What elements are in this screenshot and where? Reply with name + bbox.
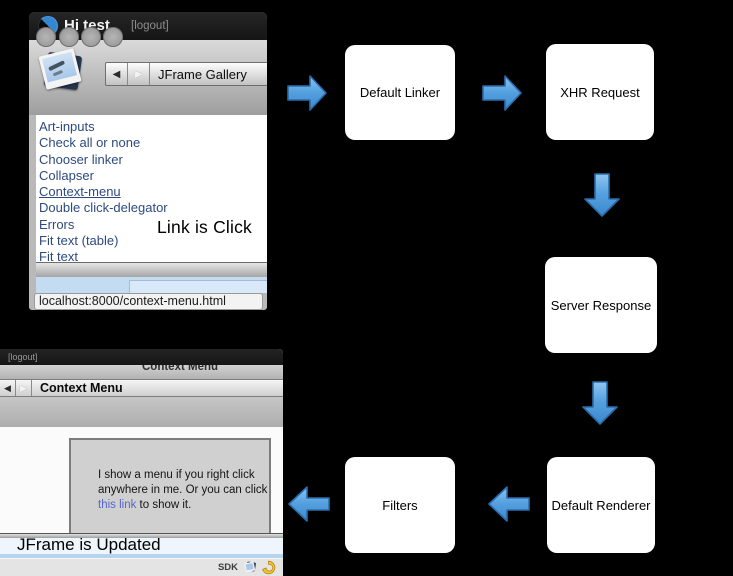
forward-button[interactable]: ▶: [16, 380, 32, 396]
gallery-link-list: Art-inputs Check all or none Chooser lin…: [36, 115, 267, 262]
gallery-footer-panel: [36, 277, 267, 293]
back-button[interactable]: ◀: [106, 63, 128, 85]
forward-button[interactable]: ▶: [128, 63, 150, 85]
context-nav-control: ◀ ▶ Context Menu: [0, 379, 283, 397]
window-title: Context Menu: [142, 365, 219, 373]
gallery-link-art-inputs[interactable]: Art-inputs: [39, 119, 95, 134]
photos-icon: [35, 46, 89, 100]
gallery-nav-title: JFrame Gallery: [158, 66, 247, 82]
gallery-scroll-bar[interactable]: [36, 262, 267, 277]
arrow-left-icon: [288, 486, 330, 522]
flow-box-default-renderer: Default Renderer: [547, 457, 655, 553]
flow-box-label: Server Response: [550, 297, 652, 313]
flow-box-label: Default Linker: [359, 85, 441, 100]
gallery-link-context-menu[interactable]: Context-menu: [39, 184, 121, 200]
flow-box-xhr-request: XHR Request: [546, 44, 654, 140]
instruction-line: I show a menu if you right click: [98, 469, 255, 481]
blue-strip: [0, 554, 283, 558]
gallery-footer-inset: [129, 280, 267, 293]
forward-icon: ▶: [20, 382, 27, 393]
show-menu-link[interactable]: this link: [98, 499, 137, 511]
annotation-jframe-updated: JFrame is Updated: [17, 535, 161, 554]
context-window-topbar: [logout]: [0, 349, 283, 365]
logout-link[interactable]: [logout]: [131, 20, 169, 32]
context-status-bar: SDK: [0, 558, 283, 576]
annotation-link-clicked: Link is Click: [157, 217, 252, 237]
toolbar-button[interactable]: [103, 27, 123, 47]
photos-small-icon[interactable]: [243, 560, 258, 575]
instruction-line: anywhere in me. Or you can click: [98, 484, 268, 496]
gallery-link-fit-table[interactable]: Fit text (table): [39, 233, 119, 249]
context-separator-bar: [0, 533, 283, 538]
flow-box-label: Default Renderer: [551, 497, 651, 513]
arrow-right-icon: [482, 75, 522, 111]
context-instructions: I show a menu if you right click anywher…: [98, 468, 267, 513]
back-icon: ◀: [112, 68, 121, 80]
flow-box-filters: Filters: [345, 457, 455, 553]
jframe-notify-bar: JFrame is Updated: [0, 535, 283, 554]
gallery-window: Hi test [logout] ◀ ▶ JFrame Gallery Art-…: [29, 12, 267, 310]
gallery-toolbar: ◀ ▶ JFrame Gallery: [29, 27, 267, 115]
gallery-page: Art-inputs Check all or none Chooser lin…: [36, 115, 267, 262]
context-window-titlebar: Context Menu: [0, 365, 283, 379]
gallery-link-collapser[interactable]: Collapser: [39, 167, 94, 183]
flow-box-label: Filters: [382, 497, 418, 513]
toolbar-button[interactable]: [36, 27, 56, 47]
logout-link[interactable]: [logout]: [8, 352, 38, 362]
gallery-link-fit-text[interactable]: Fit text: [39, 249, 79, 262]
flow-box-server-response: Server Response: [545, 257, 657, 353]
context-page: I show a menu if you right click anywher…: [0, 427, 283, 535]
context-nav-title: Context Menu: [40, 381, 123, 395]
back-button[interactable]: ◀: [0, 380, 16, 396]
back-icon: ◀: [4, 382, 11, 393]
sdk-label: SDK: [217, 562, 238, 573]
arrow-down-icon: [582, 381, 618, 425]
toolbar-button[interactable]: [59, 27, 79, 47]
instruction-line: this link to show it.: [98, 498, 267, 513]
swirl-icon[interactable]: [261, 560, 276, 575]
flow-box-label: XHR Request: [560, 84, 640, 100]
gallery-nav-control: ◀ ▶ JFrame Gallery: [105, 62, 267, 86]
arrow-down-icon: [584, 173, 620, 217]
context-toolbar-area: [0, 397, 283, 427]
instruction-rest: to show it.: [136, 499, 192, 511]
arrow-right-icon: [287, 75, 327, 111]
flow-box-default-linker: Default Linker: [345, 45, 455, 140]
status-url-tooltip: localhost:8000/context-menu.html: [34, 293, 263, 310]
gallery-link-errors[interactable]: Errors: [39, 216, 75, 232]
forward-icon: ▶: [134, 68, 143, 80]
toolbar-button[interactable]: [81, 27, 101, 47]
gallery-link-check-all[interactable]: Check all or none: [39, 135, 141, 151]
gallery-link-double-click[interactable]: Double click-delegator: [39, 200, 168, 216]
gallery-link-chooser[interactable]: Chooser linker: [39, 151, 123, 167]
context-menu-target-box[interactable]: I show a menu if you right click anywher…: [69, 438, 271, 535]
context-menu-window: [logout] Context Menu ◀ ▶ Context Menu I…: [0, 349, 283, 576]
arrow-left-icon: [488, 486, 530, 522]
